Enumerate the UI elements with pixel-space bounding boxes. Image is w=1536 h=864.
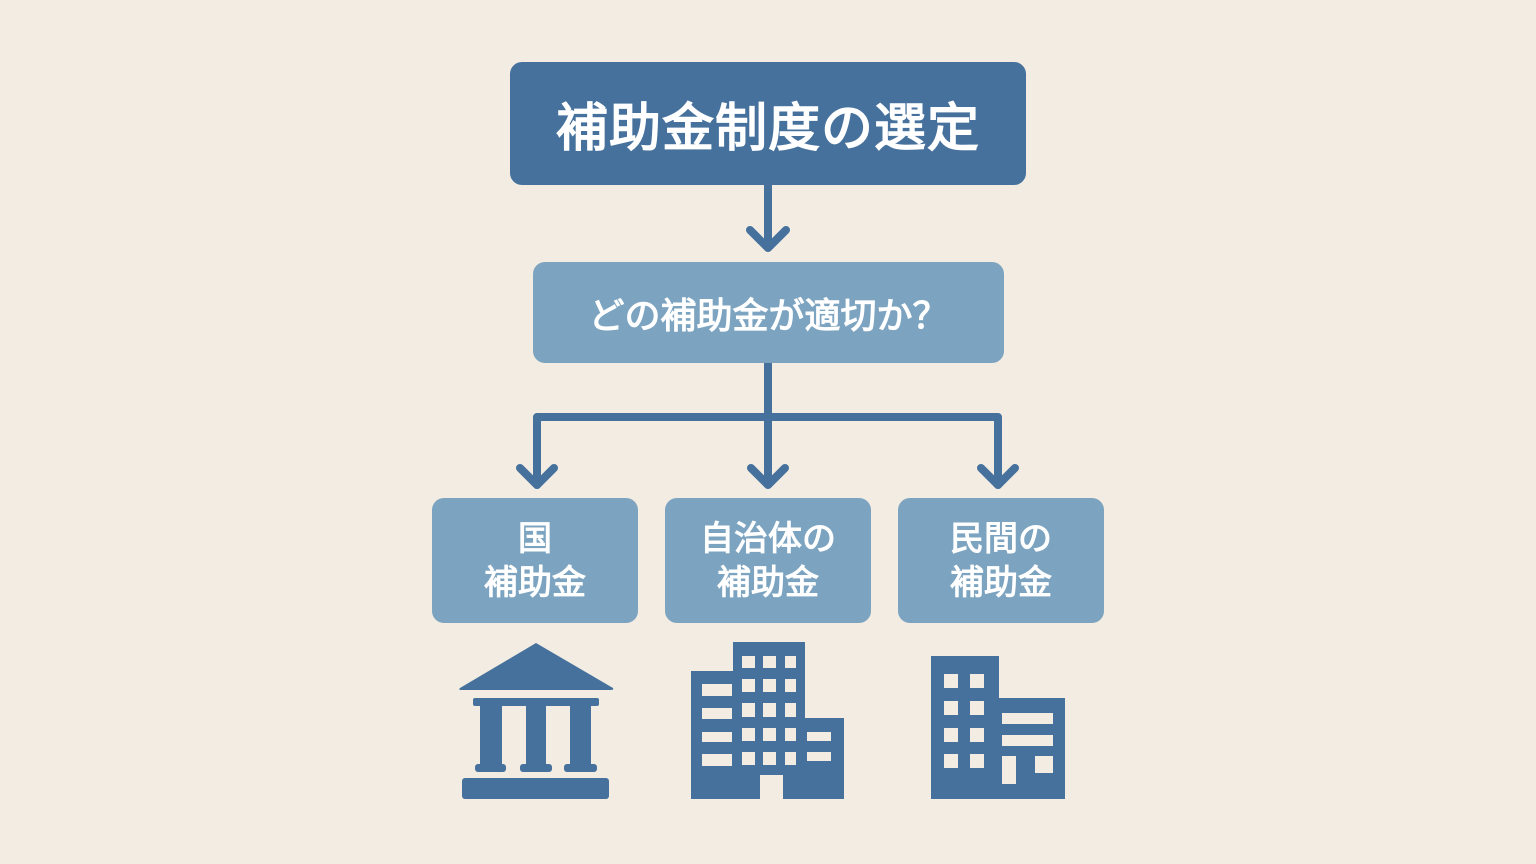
option-line2: 補助金	[950, 562, 1052, 603]
arrow-to-private	[977, 464, 1019, 489]
arrow-title-to-question	[746, 181, 790, 252]
title-text: 補助金制度の選定	[555, 99, 980, 159]
option-line2: 補助金	[717, 562, 819, 603]
option-line2: 補助金	[484, 562, 586, 603]
option-line1: 自治体の	[700, 518, 836, 559]
arrow-to-national	[516, 464, 558, 489]
company-building-icon	[931, 656, 1065, 799]
government-building-icon	[459, 643, 614, 799]
office-building-icon	[691, 642, 844, 799]
option-line1: 国	[518, 518, 552, 559]
title-box: 補助金制度の選定	[510, 62, 1026, 185]
option-line1: 民間の	[950, 518, 1052, 559]
option-national-subsidy: 国 補助金	[432, 498, 638, 623]
question-text: どの補助金が適切か？	[588, 295, 949, 337]
arrow-to-municipal	[747, 413, 789, 489]
option-private-subsidy: 民間の 補助金	[898, 498, 1104, 623]
option-municipal-subsidy: 自治体の 補助金	[665, 498, 871, 623]
question-box: どの補助金が適切か？	[533, 262, 1004, 363]
